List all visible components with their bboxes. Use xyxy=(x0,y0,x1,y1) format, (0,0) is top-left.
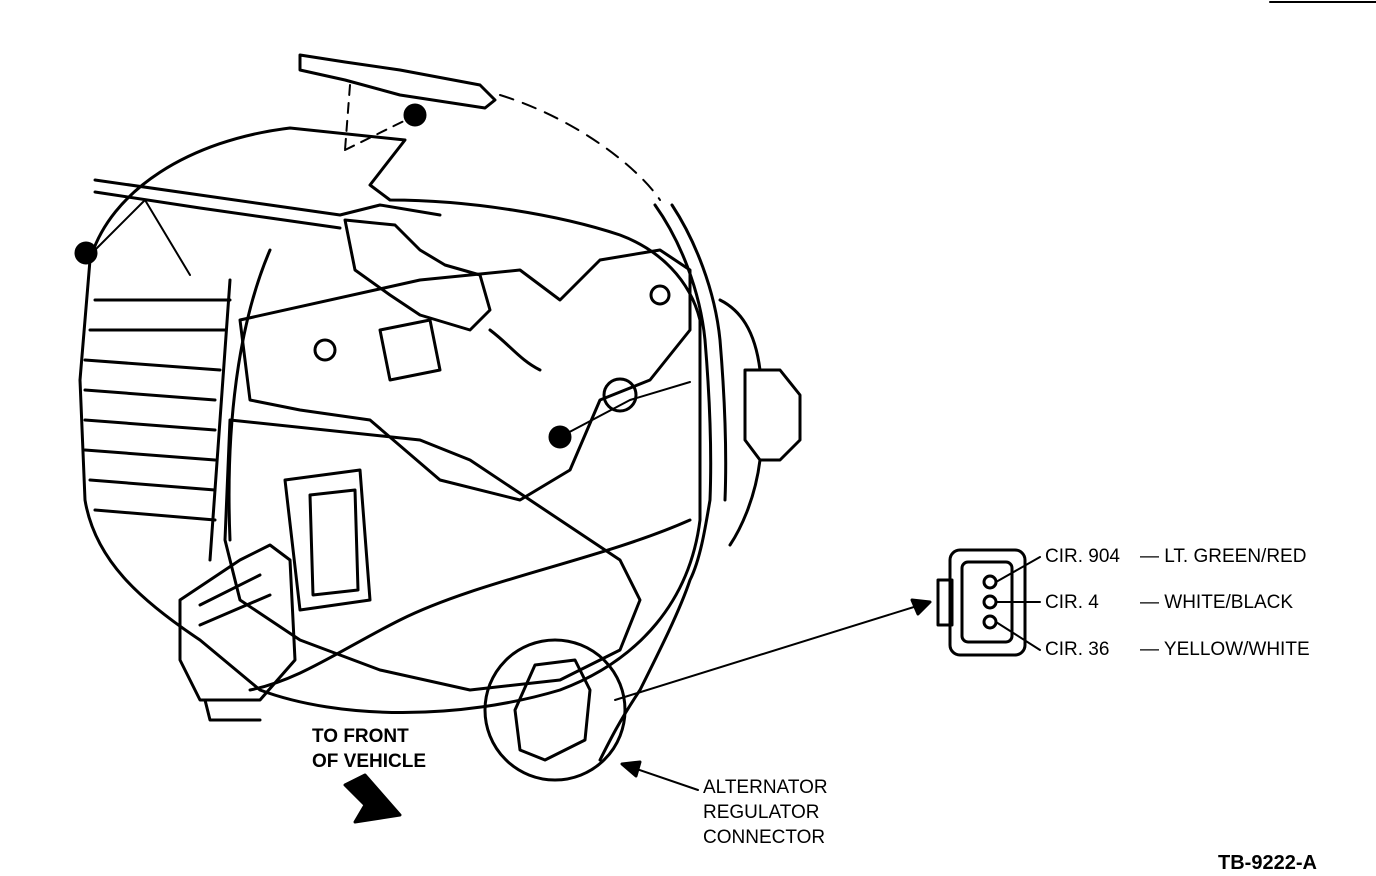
pointer-arrowhead-connector xyxy=(910,598,932,616)
circuit-code-904: CIR. 904 xyxy=(1045,546,1120,567)
right-harness-outline xyxy=(670,203,728,502)
housing-edge xyxy=(208,248,272,562)
circuit-code-4: CIR. 4 xyxy=(1045,592,1099,613)
enlarged-connector-tab xyxy=(936,578,954,627)
callout-line-upper xyxy=(344,84,411,151)
figure-id: TB-9222-A xyxy=(1218,852,1317,874)
left-connector-block xyxy=(178,543,297,702)
alternator-body xyxy=(223,418,642,692)
bracket-pivot-hole xyxy=(313,338,337,362)
terminal-top xyxy=(982,574,998,590)
connector-label-line-3: CONNECTOR xyxy=(703,827,826,848)
terminal-middle xyxy=(982,594,998,610)
connector-label-line-1: ALTERNATOR xyxy=(703,777,828,798)
terminal-leader-904 xyxy=(995,556,1041,583)
front-mounting-bracket xyxy=(238,248,692,502)
pointer-line-connector xyxy=(614,601,931,701)
circuit-color-4: — WHITE/BLACK xyxy=(1140,592,1294,613)
right-harness xyxy=(598,203,713,762)
callout-line-left xyxy=(94,199,191,276)
regulator-face xyxy=(308,488,360,597)
upper-harness xyxy=(93,178,442,217)
front-direction-arrow xyxy=(343,773,402,824)
housing-fins xyxy=(83,298,232,522)
top-connector-lead xyxy=(488,328,542,372)
top-pigtail xyxy=(298,53,497,110)
detail-circle xyxy=(483,638,627,782)
circuit-color-904: — LT. GREEN/RED xyxy=(1140,546,1307,567)
alternator-rear-housing xyxy=(78,126,702,714)
bracket-mount-hole xyxy=(602,377,638,413)
callout-ball-left xyxy=(74,241,98,265)
circuit-code-36: CIR. 36 xyxy=(1045,639,1110,660)
bracket-bolt-hole xyxy=(649,284,671,306)
pointer-arrowhead-label xyxy=(620,760,642,778)
bracket-slot xyxy=(378,318,442,382)
direction-label-line-1: TO FRONT xyxy=(312,726,409,747)
callout-ball-upper xyxy=(403,103,427,127)
regulator-housing xyxy=(283,468,372,612)
circuit-color-36: — YELLOW/WHITE xyxy=(1140,639,1310,660)
connector-label-line-2: REGULATOR xyxy=(703,802,820,823)
callout-line-center xyxy=(559,381,691,438)
direction-label: TO FRONT OF VEHICLE xyxy=(312,724,426,774)
side-connector-lead xyxy=(718,298,762,547)
side-connector xyxy=(743,368,802,462)
lower-harness xyxy=(248,518,692,692)
top-connector xyxy=(343,218,492,332)
terminal-bottom xyxy=(982,614,998,630)
upper-harness-outline xyxy=(93,190,342,230)
pigtail-routing-dashed xyxy=(499,94,661,201)
connector-label: ALTERNATOR REGULATOR CONNECTOR xyxy=(703,775,828,850)
left-connector-detail xyxy=(198,573,272,722)
terminal-leader-36 xyxy=(995,621,1041,651)
detail-connector xyxy=(513,658,592,762)
direction-label-line-2: OF VEHICLE xyxy=(312,751,427,772)
